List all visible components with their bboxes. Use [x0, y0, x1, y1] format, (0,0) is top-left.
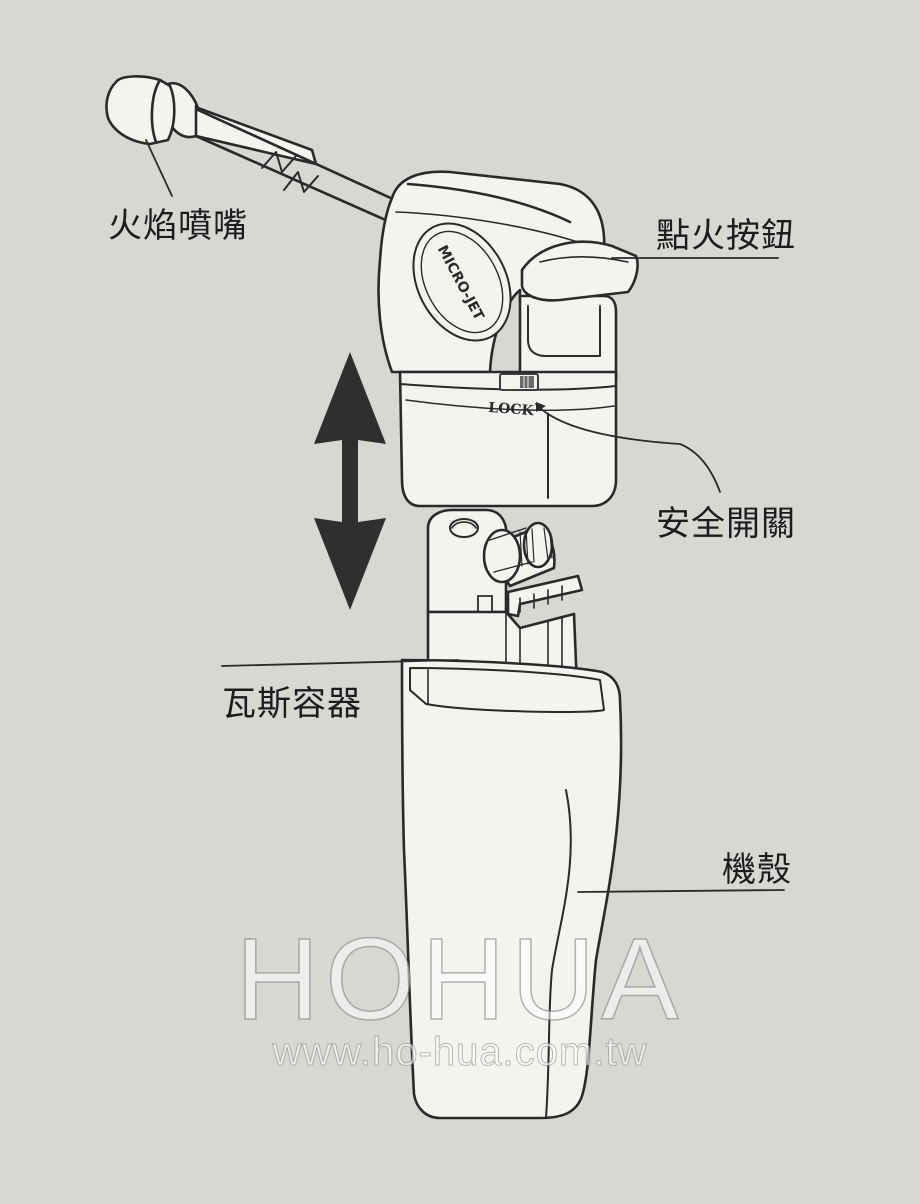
label-nozzle: 火焰噴嘴 — [108, 206, 248, 246]
lock-text: LOCK — [488, 400, 535, 419]
watermark-brand: HOHUA — [235, 913, 685, 1045]
housing-shell — [400, 658, 623, 1120]
leader-nozzle — [145, 139, 173, 197]
watermark-url: www.ho-hua.com.tw — [272, 1030, 648, 1075]
lock-arrow-icon — [536, 402, 546, 412]
label-housing: 機殼 — [722, 850, 792, 890]
leader-safety — [535, 403, 721, 493]
label-safety-switch: 安全開關 — [656, 504, 796, 544]
label-gas-container: 瓦斯容器 — [222, 684, 362, 724]
leader-lines — [145, 139, 785, 893]
double-arrow-icon — [314, 352, 386, 610]
label-ignition-button: 點火按鈕 — [656, 216, 796, 256]
leader-gas — [221, 659, 459, 667]
leader-housing — [577, 889, 785, 893]
nozzle-tube — [105, 75, 397, 224]
torch-head — [377, 170, 639, 508]
